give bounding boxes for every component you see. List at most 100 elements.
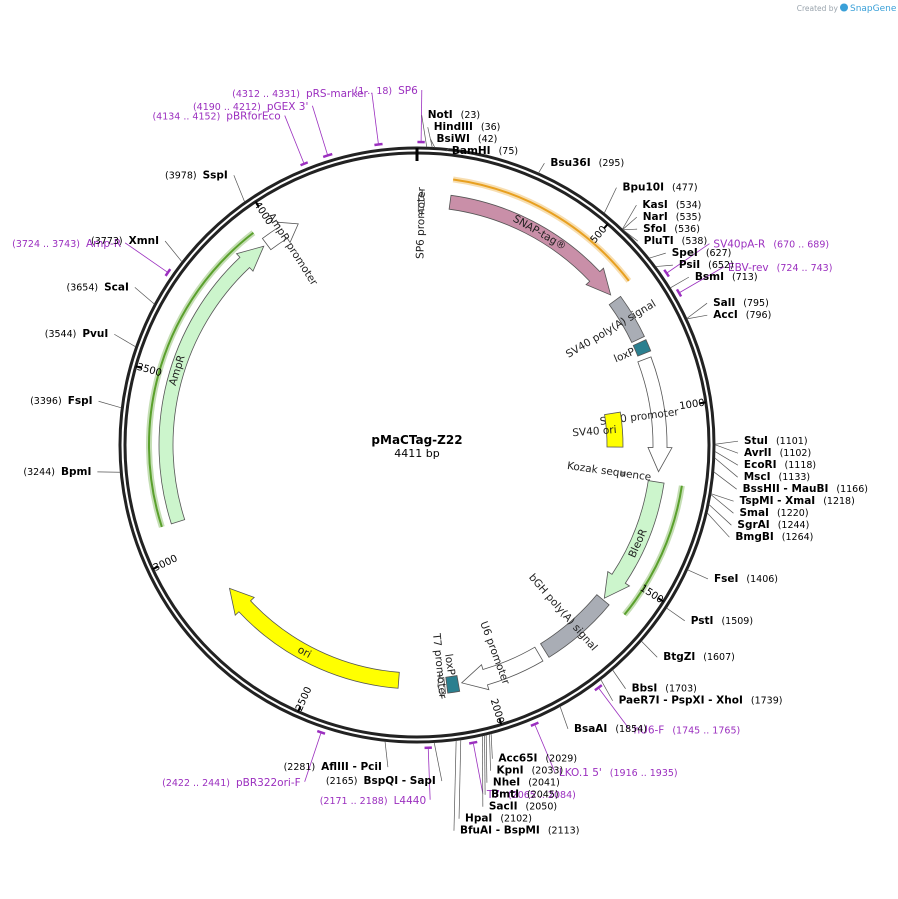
primer-range: (1916 .. 1935) xyxy=(610,768,678,779)
site-position: (1102) xyxy=(780,448,812,459)
site-bsu36i: Bsu36I(295) xyxy=(538,157,625,174)
site-leader-line xyxy=(430,139,436,148)
site-leader-line xyxy=(490,733,493,759)
tick-label: 2500 xyxy=(294,685,314,713)
primer-sv40pa-r: SV40pA-R(670 .. 689) xyxy=(663,239,829,278)
site-position: (1133) xyxy=(779,472,811,483)
primer-lko-1-5: LKO.1 5'(1916 .. 1935) xyxy=(530,721,678,779)
site-name: PstI xyxy=(691,615,714,627)
site-leader-line xyxy=(649,252,666,259)
site-position: (3396) xyxy=(30,396,62,407)
primer-range: (1745 .. 1765) xyxy=(672,725,740,736)
primer-mark xyxy=(316,729,326,735)
feature-bgh-poly-a-signal xyxy=(540,594,610,658)
primer-mark xyxy=(300,161,309,167)
primer-mark xyxy=(164,268,172,277)
site-name: KasI xyxy=(642,199,667,211)
site-position: (2033) xyxy=(532,766,564,777)
site-leader-line xyxy=(713,471,737,490)
orf-arc xyxy=(623,485,683,616)
site-position: (535) xyxy=(676,212,702,223)
site-sgrai: SgrAI(1244) xyxy=(708,504,809,531)
site-position: (1854) xyxy=(615,724,647,735)
feature-loxp xyxy=(445,675,461,694)
site-position: (713) xyxy=(732,272,758,283)
site-position: (796) xyxy=(746,310,772,321)
site-name: NheI xyxy=(493,777,520,789)
site-name: BpmI xyxy=(61,466,91,478)
primer-leader-line xyxy=(598,688,630,730)
site-position: (1166) xyxy=(836,484,868,495)
feature-kozak-sequence xyxy=(620,471,626,476)
site-position: (652) xyxy=(708,260,734,271)
site-leader-line xyxy=(670,276,690,289)
site-leader-line xyxy=(687,569,709,580)
site-leader-line xyxy=(686,314,708,320)
site-position: (295) xyxy=(599,158,625,169)
primer-ebv-rev: EBV-rev(724 .. 743) xyxy=(675,262,833,298)
site-leader-line xyxy=(98,400,122,409)
tick-label: 1000 xyxy=(679,398,706,413)
site-bmgbi: BmgBI(1264) xyxy=(706,512,813,543)
site-leader-line xyxy=(164,240,183,263)
tick-mark xyxy=(657,597,665,603)
primer-range: (2422 .. 2441) xyxy=(162,778,230,789)
tick-mark xyxy=(498,718,503,725)
primer-mark xyxy=(594,684,603,692)
primer-name: SV40pA-R xyxy=(713,239,765,251)
site-leader-line xyxy=(714,440,739,445)
site-position: (1218) xyxy=(823,496,855,507)
site-noti: NotI(23) xyxy=(421,109,480,148)
feature-ori xyxy=(228,587,400,689)
site-leader-line xyxy=(427,127,433,148)
site-afliii-pcii: AflIII - PciI(2281) xyxy=(284,741,389,773)
primer-range: (3724 .. 3743) xyxy=(12,239,80,250)
feature-label-loxp: loxP xyxy=(612,346,637,366)
primer-name: Amp-R xyxy=(86,238,121,250)
site-name: BfuAI - BspMI xyxy=(460,825,540,837)
site-kpni: KpnI(2033) xyxy=(489,734,563,777)
site-name: SacII xyxy=(489,801,518,813)
plasmid-center-label: pMaCTag-Z22 4411 bp xyxy=(371,433,462,460)
primer-layer: SP6(1 .. 18)SV40pA-R(670 .. 689)EBV-rev(… xyxy=(12,85,832,807)
site-name: NotI xyxy=(428,109,453,121)
site-name: BsiWI xyxy=(437,133,470,145)
site-name: HindIII xyxy=(434,121,473,133)
site-bsaai: BsaAI(1854) xyxy=(559,706,647,735)
site-name: AflIII - PciI xyxy=(321,761,382,773)
site-leader-line xyxy=(384,741,389,768)
site-btgzi: BtgZI(1607) xyxy=(641,640,735,663)
primer-range: (4312 .. 4331) xyxy=(232,89,300,100)
tick-label: 3000 xyxy=(152,553,180,574)
site-position: (1739) xyxy=(751,696,783,707)
site-name: StuI xyxy=(744,435,768,447)
site-name: Acc65I xyxy=(498,753,537,765)
site-leader-line xyxy=(233,175,245,203)
site-position: (3654) xyxy=(66,282,98,293)
site-position: (536) xyxy=(674,224,700,235)
site-pvui: PvuI(3544) xyxy=(45,328,136,348)
feature-u6-promoter xyxy=(460,646,544,691)
site-name: MscI xyxy=(744,471,771,483)
site-name: HpaI xyxy=(465,813,492,825)
site-leader-line xyxy=(433,742,443,782)
site-position: (3978) xyxy=(165,170,197,181)
site-name: AvrII xyxy=(744,447,772,459)
site-leader-line xyxy=(114,333,136,348)
site-position: (1406) xyxy=(746,574,778,585)
site-sspi: SspI (3978) xyxy=(165,169,245,203)
site-position: (1509) xyxy=(721,616,753,627)
site-leader-line xyxy=(714,444,739,454)
credit-prefix: Created by xyxy=(797,4,839,13)
site-name: SspI xyxy=(203,169,228,181)
plasmid-length: 4411 bp xyxy=(394,447,439,460)
site-position: (3244) xyxy=(23,467,55,478)
site-position: (75) xyxy=(499,146,519,157)
primer-range: (724 .. 743) xyxy=(777,263,833,274)
site-bamhi: BamHI(75) xyxy=(445,145,519,157)
feature-label-t7-promoter: T7 promoter xyxy=(430,632,449,700)
site-smai: SmaI(1220) xyxy=(710,494,809,519)
site-sacii: SacII(2050) xyxy=(482,735,557,813)
site-position: (2041) xyxy=(528,778,560,789)
site-bbsi: BbsI(1703) xyxy=(612,669,697,695)
